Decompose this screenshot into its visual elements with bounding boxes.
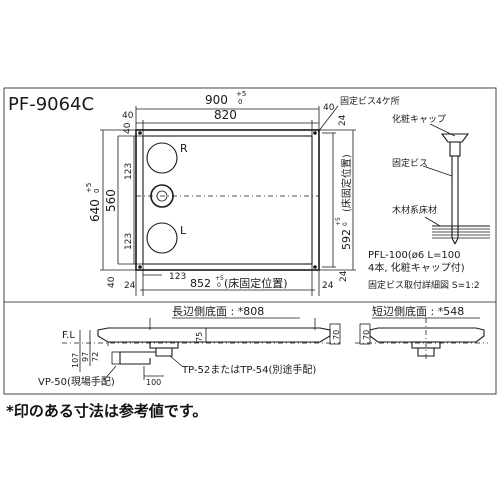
screw-count-label: 固定ビス4ケ所: [340, 95, 400, 107]
dim-97: 97: [81, 352, 90, 362]
dim-height-inner: 560: [104, 189, 118, 212]
dim-fix-h-tol-up: +5: [215, 275, 224, 282]
dim-height-total: 640: [88, 199, 102, 222]
bottom-dimensions: 123 852 +5 0 (床固定位置) 24 24: [124, 264, 334, 296]
footnote: *印のある寸法は参考値です。: [6, 402, 208, 420]
plan-view: R L: [135, 129, 320, 271]
label-l: L: [180, 224, 187, 237]
tray-circle-r: [146, 142, 178, 174]
short-side-section: 短辺側底面 : *548 70: [355, 304, 488, 360]
dim-75: 75: [195, 332, 204, 342]
pipe-end: [111, 351, 121, 365]
model-number: PF-9064C: [8, 94, 94, 115]
dim-height-tol-up: +5: [85, 183, 93, 193]
dim-fix-v-tol-up: +5: [335, 217, 342, 226]
dim-fix-h-note: (床固定位置): [224, 276, 288, 290]
screw-detail: 固定ビス4ケ所 化粧キャップ 固定ビス 木材系床材 PFL-100(ø6 L=1…: [317, 95, 490, 291]
dim-fix-v-tol-dn: 0: [342, 222, 349, 226]
dim-72: 72: [91, 352, 100, 362]
drain-inner: [156, 190, 168, 202]
long-tray-profile: [97, 327, 331, 343]
screw-mark: [138, 131, 142, 135]
dim-70-long: 70: [332, 330, 341, 340]
screw-mark: [313, 131, 317, 135]
long-side-title: 長辺側底面 : *808: [172, 304, 264, 318]
short-tray-profile: [369, 327, 485, 343]
drain-pipe: [119, 351, 156, 365]
dim-fix-h-tol-dn: 0: [217, 282, 221, 289]
dim-width-tol-up: +5: [236, 90, 246, 98]
right-dimensions: 592 +5 0 (床固定位置) 24 24: [319, 114, 356, 282]
dim-107: 107: [71, 353, 80, 368]
detail-caption: 固定ビス取付詳細図 S=1:2: [368, 279, 480, 291]
short-side-title: 短辺側底面 : *548: [372, 304, 464, 318]
dim-fix-v-note: (床固定位置): [340, 154, 353, 212]
tray-outer: [135, 129, 320, 271]
tray-inner: [142, 135, 313, 265]
tp-label: TP-52またはTP-54(別途手配): [181, 363, 316, 376]
dim-24-bottom-right: 24: [322, 281, 334, 291]
dim-fix-h-value: 852: [190, 277, 211, 290]
end-cap-long: [329, 323, 341, 345]
drain-body: [155, 348, 173, 357]
dim-123-bottom: 123: [124, 233, 134, 250]
screw-mark: [313, 265, 317, 269]
end-cap-short: [359, 323, 371, 345]
dim-height-tol-dn: 0: [93, 189, 101, 193]
drawing-frame: [3, 87, 497, 395]
dim-24-right-bottom: 24: [339, 270, 349, 282]
dim-width-inner: 820: [214, 108, 237, 122]
dim-100: 100: [146, 378, 161, 387]
cap-label: 化粧キャップ: [392, 113, 446, 125]
dim-70-short: 70: [362, 330, 371, 340]
dim-123-top: 123: [124, 163, 134, 180]
tray-circle-l: [146, 222, 178, 254]
dim-24-bottom-left: 24: [124, 281, 136, 291]
long-side-section: 長辺側底面 : *808 F.L 107 97 72 75 70 100 VP-…: [38, 304, 341, 388]
vp-label: VP-50(現場手配): [38, 375, 115, 388]
fl-label: F.L: [62, 330, 75, 341]
dim-40-bottom: 40: [107, 276, 117, 288]
dim-40-left: 40: [122, 111, 134, 121]
cap-body: [449, 141, 461, 157]
dim-123-h: 123: [169, 272, 186, 282]
dim-width-total: 900: [205, 93, 228, 107]
drain-outlet: [150, 184, 174, 208]
dim-40-top: 40: [123, 122, 133, 134]
dim-width-tol-dn: 0: [238, 98, 242, 106]
label-r: R: [180, 142, 188, 155]
cap-shape: [440, 133, 470, 143]
dim-40-right: 40: [323, 103, 335, 113]
pfl-line2: 4本, 化粧キャップ付): [368, 261, 465, 274]
pfl-line1: PFL-100(ø6 L=100: [368, 250, 460, 261]
left-dimensions: 640 +5 0 560 123 123 40 40: [85, 122, 143, 288]
drain-flange: [149, 341, 179, 349]
dim-24-right: 24: [338, 114, 348, 126]
screw-label: 固定ビス: [392, 157, 428, 169]
screw-mark: [138, 265, 142, 269]
floor-label: 木材系床材: [392, 204, 437, 216]
dim-fix-v-value: 592: [340, 229, 353, 250]
top-dimensions: 900 +5 0 820 40 40: [122, 90, 335, 136]
